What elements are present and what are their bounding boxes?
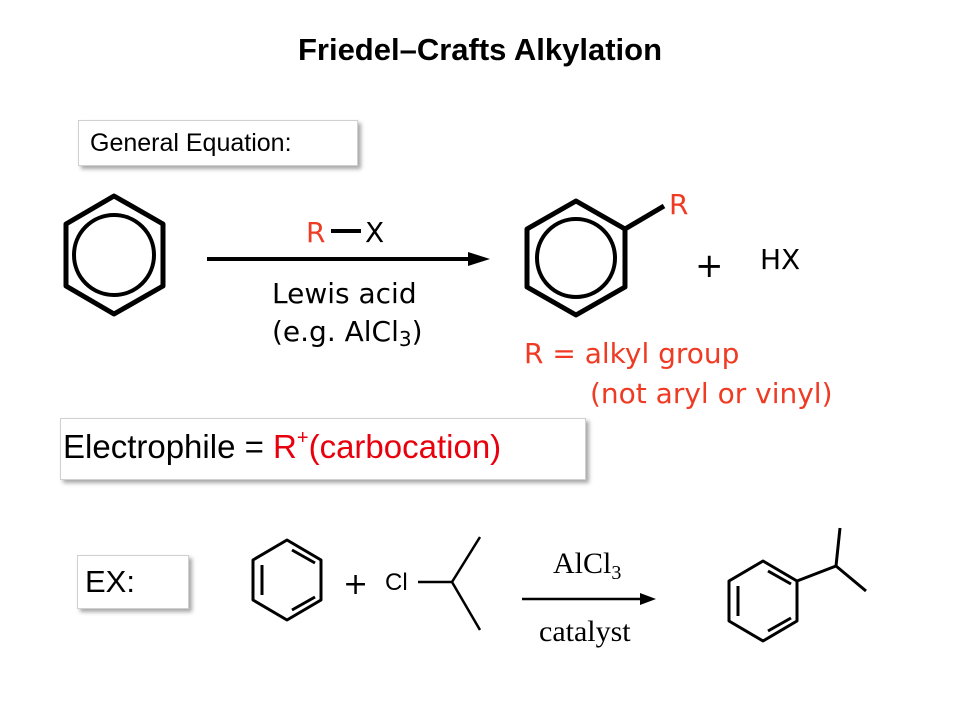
example-plus: +: [343, 567, 368, 602]
example-label-box: EX:: [77, 555, 189, 609]
cumene-product: [727, 527, 867, 643]
benzene-reactant: [63, 193, 166, 317]
electrophile-box: Electrophile = R+(carbocation): [60, 418, 586, 480]
lewis-acid-example: (e.g. AlCl3): [272, 315, 423, 351]
chloropropane-bonds: [418, 536, 482, 631]
electrophile-charge: +: [296, 427, 309, 449]
reaction-arrow: [207, 252, 490, 266]
lewis-acid-label: Lewis acid: [272, 277, 417, 310]
electrophile-desc: (carbocation): [308, 428, 502, 465]
electrophile-label: Electrophile =: [63, 428, 264, 465]
alkyl-note-line1: R = alkyl group: [524, 337, 739, 370]
example-cl: Cl: [385, 569, 408, 596]
catalyst-note: catalyst: [539, 615, 631, 648]
reagent-x: X: [365, 216, 384, 249]
page-title: Friedel–Crafts Alkylation: [297, 32, 663, 67]
general-equation-text: General Equation:: [90, 129, 292, 157]
product-r: R: [669, 188, 688, 221]
catalyst-arrow: [522, 593, 656, 605]
benzene-product: [524, 198, 666, 318]
general-equation-label: General Equation:: [78, 120, 358, 166]
alkyl-note-line2: (not aryl or vinyl): [590, 377, 833, 410]
product-hx: HX: [760, 243, 800, 276]
product-plus: +: [695, 246, 724, 286]
example-label: EX:: [85, 564, 135, 599]
electrophile-r: R: [273, 428, 297, 465]
example-benzene: [251, 538, 323, 622]
reagent-r: R: [306, 216, 325, 249]
catalyst-alcl3: AlCl3: [553, 547, 621, 584]
